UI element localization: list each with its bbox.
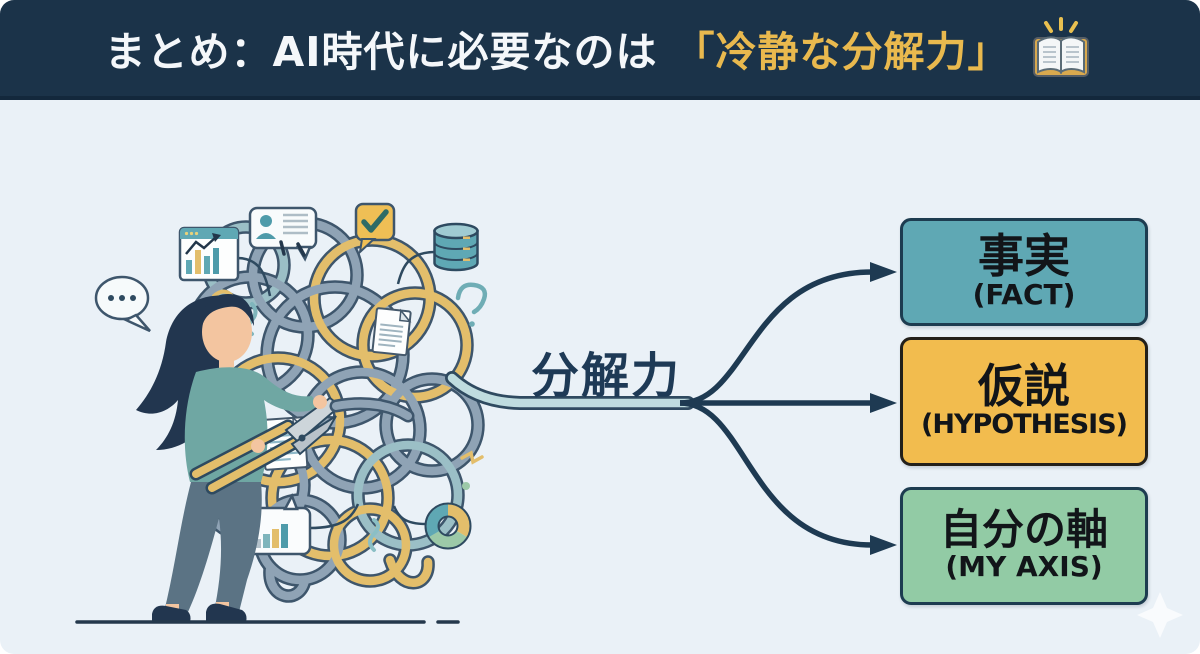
- bar-chart-window-icon: [178, 226, 240, 282]
- box-title: 事実: [978, 229, 1070, 284]
- document-icon: [371, 307, 412, 357]
- face: [202, 302, 252, 362]
- output-box-fact: 事実 (FACT): [900, 218, 1148, 326]
- database-icon: [433, 222, 479, 272]
- donut-chart-icon: [424, 502, 472, 550]
- branch-arrows: [679, 269, 873, 548]
- header-title-plain: まとめ：AI時代に必要なのは: [104, 28, 658, 76]
- box-title: 自分の軸: [939, 505, 1108, 555]
- id-card-bubble-icon: [248, 206, 318, 262]
- sparkle: [1137, 592, 1183, 638]
- pulled-strand: [445, 371, 695, 410]
- box-title: 仮説: [978, 359, 1070, 414]
- box-subtitle: (MY AXIS): [945, 550, 1103, 584]
- shoe: [152, 605, 191, 622]
- woman-illustration: [136, 294, 415, 622]
- pants: [164, 482, 262, 612]
- arrow-heads: [870, 262, 897, 555]
- header-title-highlight: 「冷静な分解力」: [673, 28, 1010, 76]
- open-book-icon: [1026, 15, 1096, 81]
- speech-bubble-dots-icon: [94, 275, 151, 333]
- pliers: [189, 396, 342, 495]
- decomposition-label: 分解力: [531, 348, 682, 404]
- torso: [184, 367, 318, 482]
- shoe: [206, 603, 247, 622]
- check-bubble-icon: [354, 202, 396, 255]
- bar-chart-bubble-icon: [246, 493, 312, 556]
- box-subtitle: (HYPOTHESIS): [921, 409, 1128, 441]
- header-bar: まとめ：AI時代に必要なのは 「冷静な分解力」: [0, 0, 1200, 100]
- diagram-stage: [0, 100, 1200, 654]
- output-box-hypothesis: 仮説 (HYPOTHESIS): [900, 337, 1148, 466]
- box-subtitle: (FACT): [972, 278, 1076, 312]
- icon-connectors: [236, 250, 436, 530]
- output-box-my-axis: 自分の軸 (MY AXIS): [900, 487, 1148, 605]
- book-rays: [1043, 17, 1078, 33]
